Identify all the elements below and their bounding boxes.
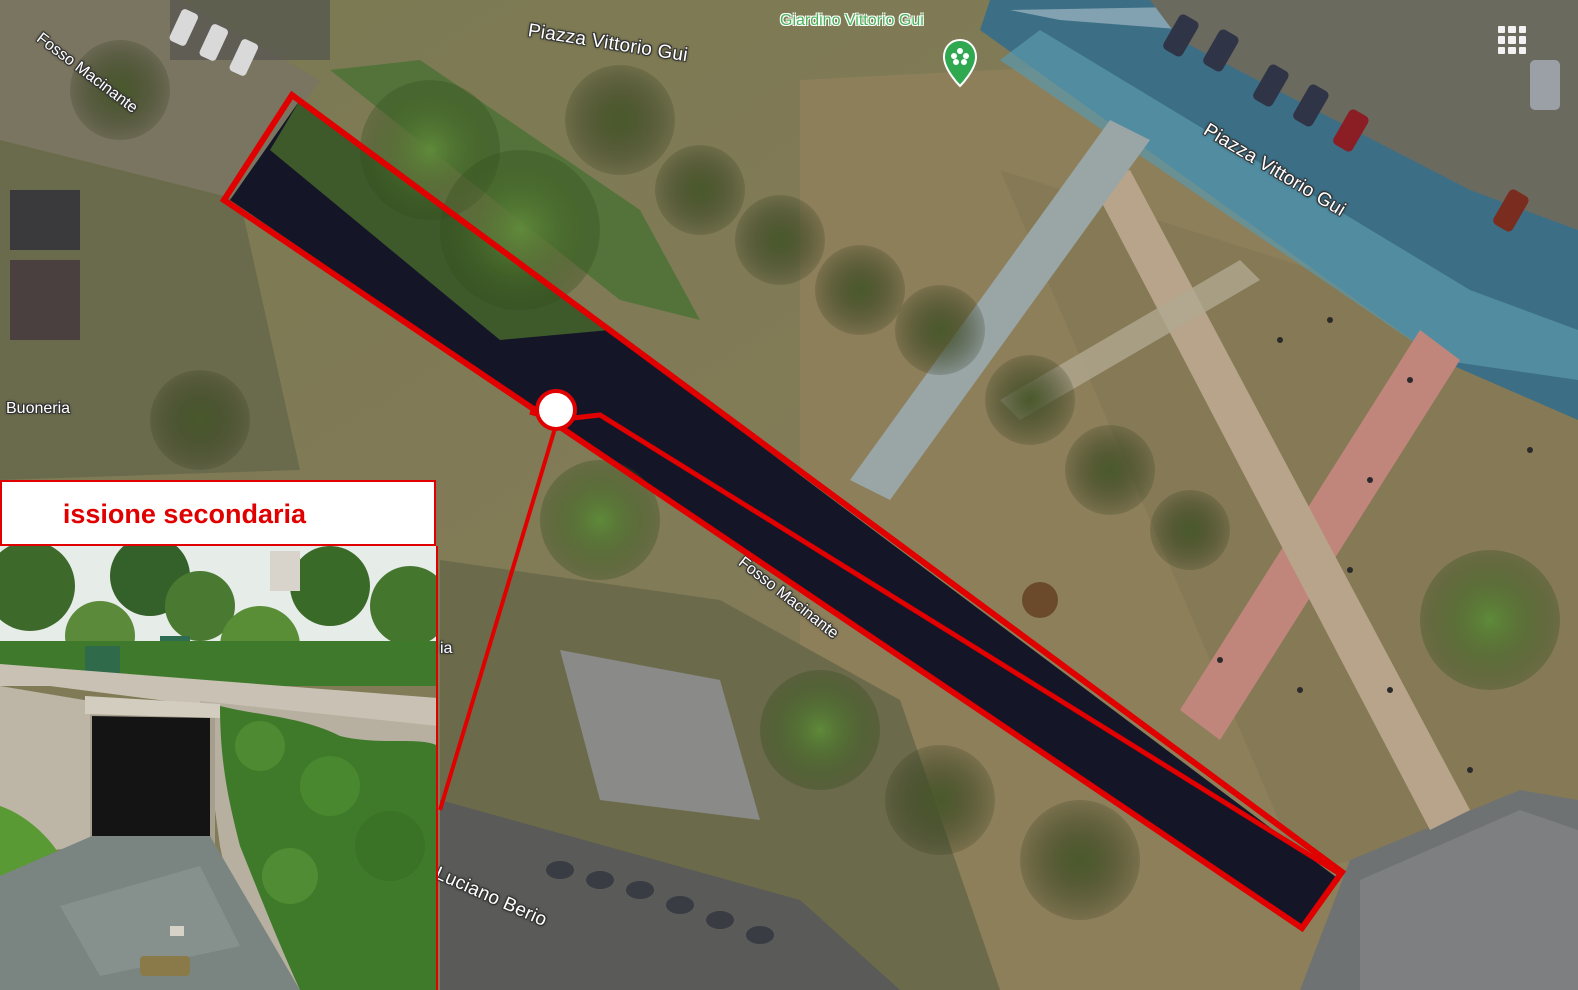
- poi-label-giardino[interactable]: Giardino Vittorio Gui: [780, 12, 924, 29]
- inset-title: issione secondaria: [62, 499, 306, 529]
- inset-title-box: issione secondaria: [0, 480, 436, 546]
- culvert-tunnel-photo: [0, 546, 438, 990]
- apps-grid-icon[interactable]: [1498, 26, 1526, 54]
- place-label-buoneria: Buoneria: [6, 400, 71, 417]
- park-pin-icon[interactable]: [942, 38, 978, 88]
- place-label-partial: ia: [440, 640, 453, 657]
